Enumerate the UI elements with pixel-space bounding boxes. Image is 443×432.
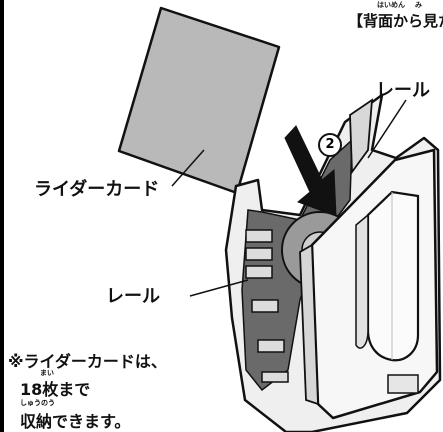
belt-clip-shade	[355, 213, 369, 349]
leader-card	[171, 149, 205, 187]
left-rail	[245, 229, 289, 383]
view-label: 【背面から見た図	[348, 12, 443, 30]
view-ruby-haimen: はいめん	[377, 1, 405, 9]
frame-border	[0, 0, 4, 432]
rail-label-top: レール	[376, 80, 430, 101]
note-line-3: 収納できます。	[20, 412, 131, 431]
rail-label-left: レール	[106, 286, 160, 307]
note-line-2: 18枚まで	[20, 380, 91, 399]
view-ruby-mi: み	[415, 1, 422, 9]
step-number-badge: 2	[318, 133, 342, 157]
panel-slot	[387, 374, 419, 394]
rider-card-shape	[117, 6, 281, 195]
note-line-1: ※ライダーカードは、	[8, 352, 167, 371]
rider-card-label: ライダーカード	[34, 179, 160, 200]
leader-rail-top	[367, 99, 407, 159]
note-line-3-ruby: しゅうのう	[20, 399, 55, 407]
top-rail	[349, 98, 374, 175]
belt-clip	[366, 190, 420, 362]
leader-rail-left	[189, 279, 249, 297]
front-panel-edge	[299, 243, 319, 406]
note-line-2-ruby: まい	[40, 369, 54, 377]
insert-arrow	[284, 125, 337, 217]
